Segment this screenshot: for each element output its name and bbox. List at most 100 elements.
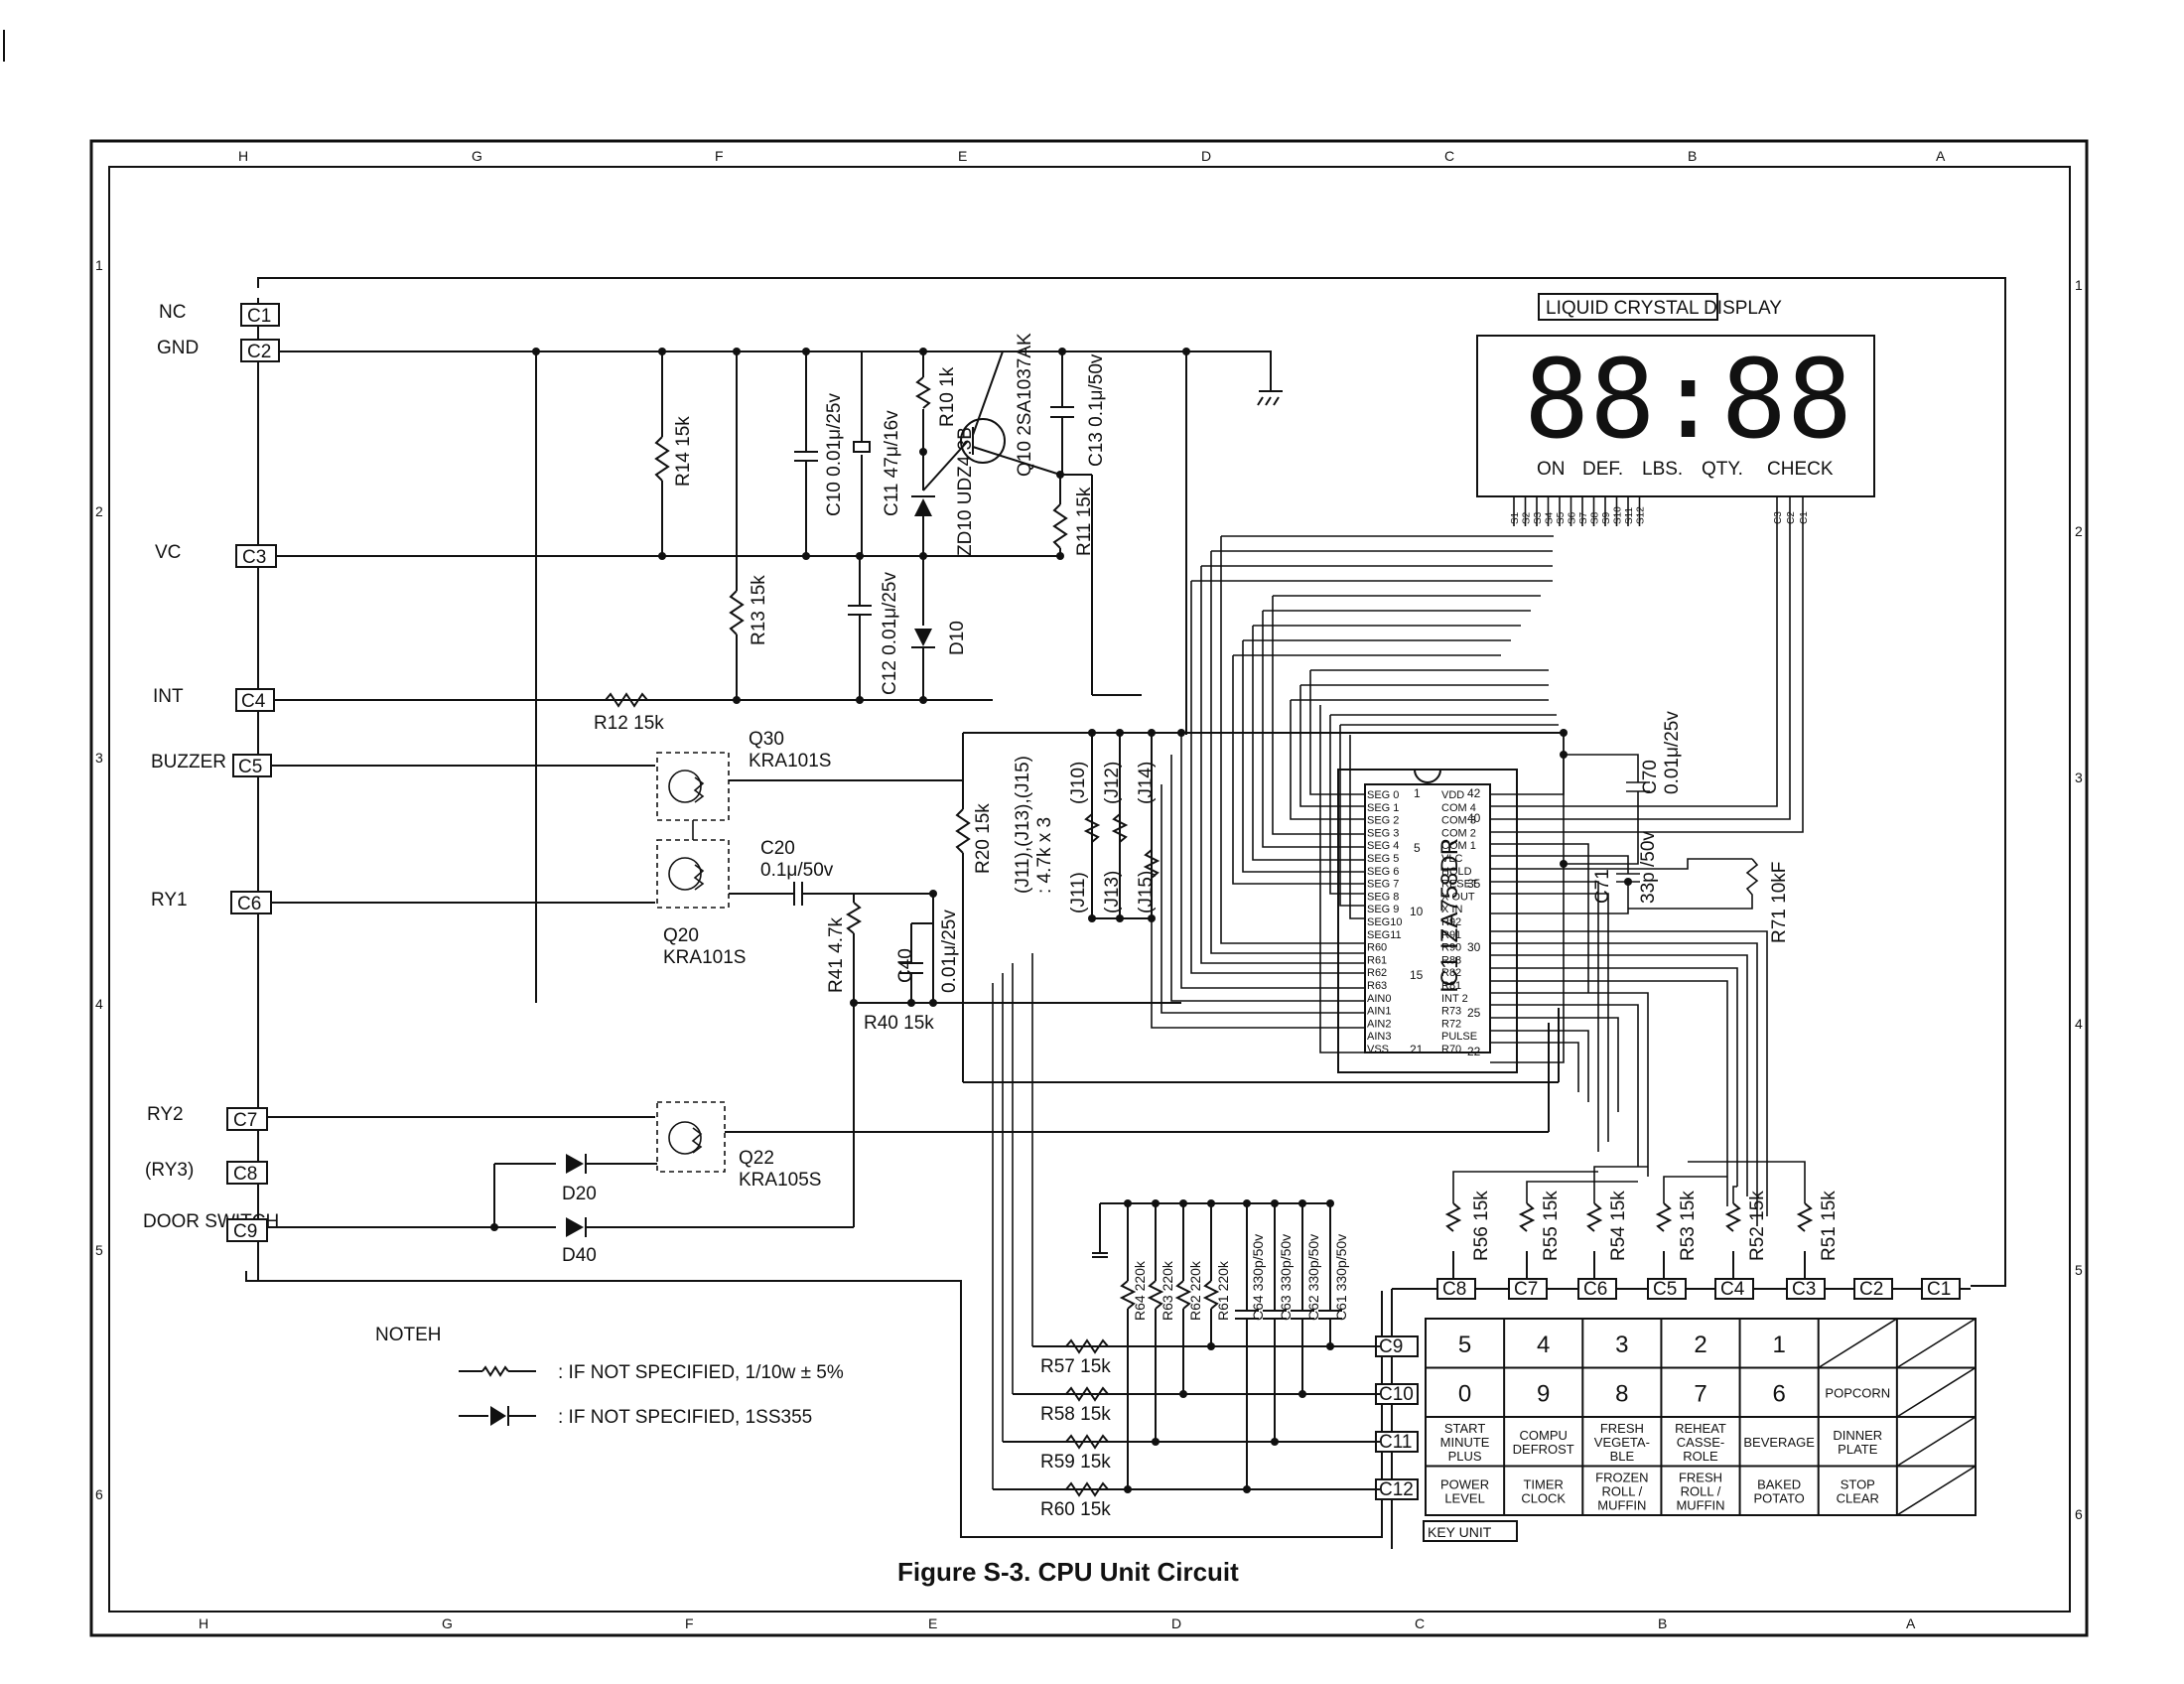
ic-pin-right-4: COM 1 [1441,840,1476,852]
ic-pin-15: 15 [1410,968,1424,982]
key-blank-0-6 [1896,1318,1977,1369]
c10-label: C10 0.01μ/25v [824,393,845,516]
c61-label: C61 330p/50v [1333,1234,1349,1321]
q30-label: Q30 [749,729,784,750]
c71-label: C71 [1592,869,1613,904]
grid-row-1: 1 [95,257,103,273]
connector-c6: RY1 C6 [151,890,272,914]
lcd-com-pin-1: C2 [1786,511,1797,524]
key-row-conn-label-0: C9 [1379,1336,1403,1357]
driver-labels: Q30 KRA101S C20 0.1μ/50v Q20 KRA101S R20… [663,729,994,968]
figure-caption: Figure S-3. CPU Unit Circuit [897,1557,1239,1587]
ic1-label: IC1 IZA758DR [1436,838,1463,993]
connector-c9: DOOR SWITCH C9 [143,1211,279,1242]
key-0-3: 2 [1694,1332,1706,1358]
key-0-1: 4 [1537,1332,1550,1358]
key-col-conn-label-1: C7 [1514,1279,1538,1300]
ic-pin-left-11: SEG11 [1367,929,1402,941]
notes: NOTEH : IF NOT SPECIFIED, 1/10w ± 5% : I… [375,1325,844,1428]
lcd-seg-pin-6: S7 [1578,511,1589,524]
grid-row-3-right: 3 [2075,770,2083,785]
conn-c6-label: C6 [237,894,261,914]
drawing-frame [3,30,2089,1637]
int-filter [846,890,1181,1227]
note-resistor: : IF NOT SPECIFIED, 1/10w ± 5% [558,1362,844,1383]
key-1-0: 0 [1458,1380,1471,1407]
key-unit-caption: KEY UNIT [1423,1520,1518,1542]
lcd-ind-check: CHECK [1767,459,1834,480]
key-1-4: 6 [1772,1380,1785,1407]
ic-pin-left-1: SEG 1 [1367,802,1399,814]
ic-pin-35: 35 [1467,877,1481,891]
key-row-conn-label-2: C11 [1379,1432,1412,1453]
key-2-4: BEVERAGE [1743,1435,1815,1450]
ic-pin-right-12: R90 [1441,942,1461,954]
buzzer-relay-drivers [271,752,1560,1083]
key-col-conn-label-2: C6 [1583,1279,1607,1300]
jumper-j13: (J13) [1102,871,1123,913]
key-0-0: 5 [1458,1332,1471,1358]
key-blank-2-6 [1896,1416,1977,1468]
jumper-j10: (J10) [1068,762,1089,804]
key-1-1: 9 [1537,1380,1550,1407]
notes-heading: NOTEH [375,1325,442,1345]
ic-pin-1: 1 [1414,786,1421,800]
grid-col-b: B [1688,148,1697,164]
jumper-note: (J11),(J13),(J15) [1013,756,1033,894]
key-col-conn-label-0: C8 [1442,1279,1466,1300]
conn-c1-label: C1 [247,306,271,327]
lcd-com-pin-2: C1 [1799,511,1810,524]
connector-c7: RY2 C7 [147,1104,268,1131]
ic1-pin-numbers: 1 5 10 15 21 42 40 35 30 25 22 [1410,786,1481,1058]
q10-label: Q10 2SA1037AK [1015,333,1035,477]
ic-pin-right-1: COM 4 [1441,802,1476,814]
grid-row-1-right: 1 [2075,277,2083,293]
grid-col-h-bottom: H [199,1615,208,1631]
key-col-conn-3 [1647,1278,1687,1300]
connector-c1: NC C1 [159,302,280,327]
ic-pin-left-3: SEG 3 [1367,827,1399,839]
conn-c3-label: C3 [242,547,266,568]
r71-label: R71 10kF [1769,862,1790,943]
q30-part: KRA101S [749,751,831,772]
grid-col-a: A [1936,148,1946,164]
ic-pin-right-17: R73 [1441,1006,1461,1018]
ic-pin-left-8: SEG 8 [1367,891,1399,903]
key-row-conn-label-1: C10 [1379,1384,1414,1405]
conn-c4-label: C4 [241,691,266,712]
key-col-conn-5 [1786,1278,1826,1300]
lcd-seg-pin-11: S12 [1636,506,1647,524]
key-col-conn-label-7: C1 [1927,1279,1951,1300]
r60-label: R60 15k [1040,1499,1111,1520]
d20-label: D20 [562,1184,597,1204]
net-ry3: (RY3) [145,1160,194,1181]
q22-part: KRA105S [739,1170,821,1191]
d10-label: D10 [947,621,968,655]
r12-label: R12 15k [594,713,664,734]
grid-row-6-right: 6 [2075,1506,2083,1522]
lcd-seg-pin-9: S10 [1613,506,1624,524]
grid-row-5: 5 [95,1242,103,1258]
ic-pin-left-7: SEG 7 [1367,879,1399,891]
ic-pin-right-9: X IN [1441,904,1462,915]
net-ry1: RY1 [151,890,188,911]
c63-label: C63 330p/50v [1278,1234,1294,1321]
r59-label: R59 15k [1040,1452,1111,1473]
key-col-conn-1 [1508,1278,1548,1300]
power-rails [274,351,1283,701]
r58-label: R58 15k [1040,1404,1111,1425]
grid-row-3: 3 [95,750,103,766]
ic-pin-left-14: R62 [1367,967,1387,979]
r56-label: R56 15k [1471,1191,1492,1261]
door-switch-section [267,1023,1550,1237]
r41-label: R41 4.7k [826,916,847,993]
key-0-4: 1 [1772,1332,1785,1358]
jumper-value: : 4.7k x 3 [1034,817,1055,894]
c70-val: 0.01μ/25v [1662,711,1683,794]
net-ry2: RY2 [147,1104,184,1125]
